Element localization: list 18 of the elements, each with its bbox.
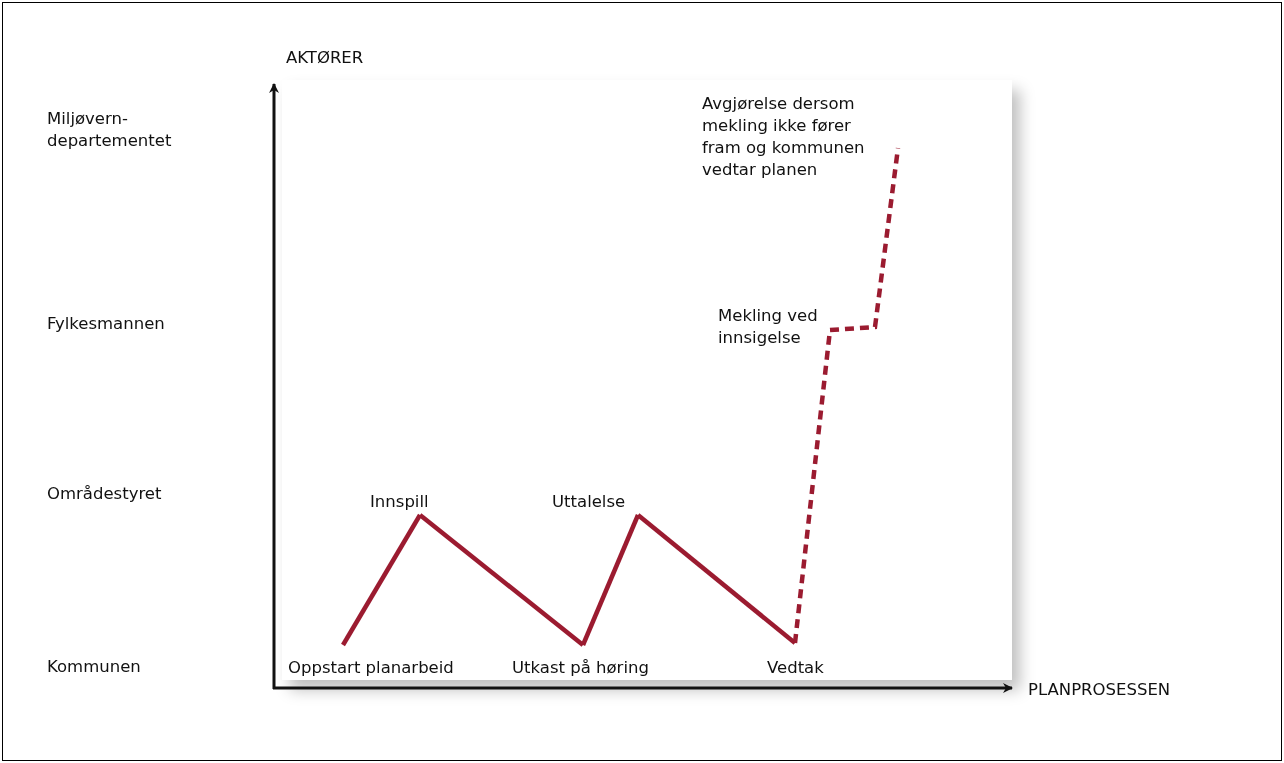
actor-label: Kommunen xyxy=(47,656,141,678)
step-label: Uttalelse xyxy=(552,491,647,515)
step-label: Vedtak xyxy=(767,643,837,679)
axis-title: PLANPROSESSEN xyxy=(1028,679,1171,701)
step-label: Innspill xyxy=(370,491,450,515)
process-line xyxy=(580,514,641,646)
actor-label: Fylkesmannen xyxy=(47,313,165,335)
process-line xyxy=(341,513,422,647)
axis-title: AKTØRER xyxy=(286,47,364,69)
step-label: Avgjørelse dersom mekling ikke fører fram og kommunen vedtar planen xyxy=(702,93,898,181)
step-label: Utkast på høring xyxy=(512,645,697,679)
process-line xyxy=(418,513,585,647)
actor-label: Områdestyret xyxy=(47,483,162,505)
process-line xyxy=(636,513,797,645)
actor-label: Miljøvern-departementet xyxy=(47,108,173,152)
process-line xyxy=(829,147,901,333)
step-label: Oppstart planarbeid xyxy=(288,645,478,679)
step-label: Mekling ved innsigelse xyxy=(718,305,830,349)
